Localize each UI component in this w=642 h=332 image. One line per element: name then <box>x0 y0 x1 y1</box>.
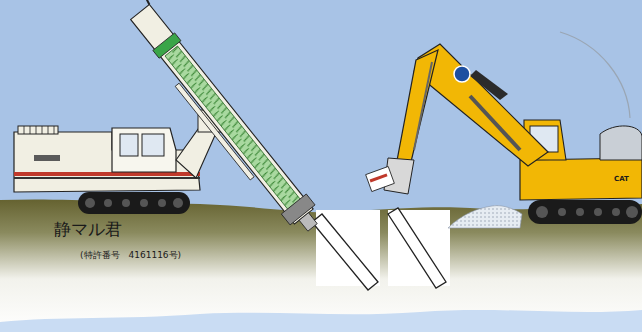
drill-rig <box>14 0 325 239</box>
rock-pile <box>448 206 522 228</box>
ground <box>0 199 642 332</box>
rod <box>312 208 446 290</box>
maker-logo: CAT <box>614 175 629 183</box>
water-band <box>0 310 642 332</box>
patent-number: (特許番号 4161116号) <box>80 250 181 260</box>
machine-name: 静マル君 <box>54 220 122 240</box>
excavator <box>366 32 642 224</box>
